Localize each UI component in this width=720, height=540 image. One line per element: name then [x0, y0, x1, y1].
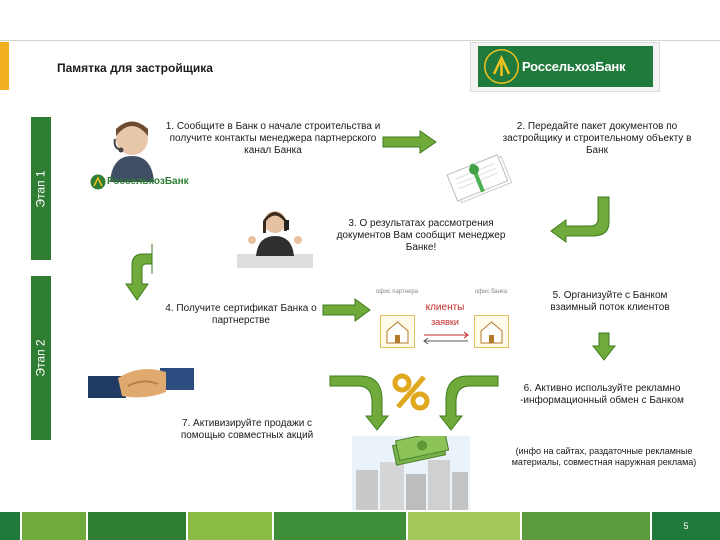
header-divider	[0, 40, 720, 41]
wheat-emblem-icon	[484, 49, 519, 84]
bank-office-label: офис банка	[474, 289, 508, 295]
requests-label: заявки	[431, 317, 459, 327]
exchange-arrows-icon	[423, 331, 469, 345]
partner-office-house-icon	[380, 315, 415, 348]
page-title: Памятка для застройщика	[57, 61, 213, 75]
arrow-step1-to-step2	[382, 130, 437, 154]
operator-icon	[97, 112, 167, 182]
bank-office-house-icon	[474, 315, 509, 348]
page-number: 5	[652, 512, 720, 540]
arrow-right-down	[438, 375, 499, 431]
small-logo-emblem-icon	[90, 174, 106, 190]
step-1-text: 1. Сообщите в Банк о начале строительств…	[165, 121, 381, 156]
stage-2-label: Этап 2	[31, 276, 51, 440]
step-4-text: 4. Получите сертификат Банка о партнерст…	[165, 303, 317, 326]
step-3-text: 3. О результатах рассмотрения документов…	[336, 218, 506, 253]
stage-1-label: Этап 1	[31, 117, 51, 260]
small-logo-text: РоссельхозБанк	[107, 176, 189, 187]
footer-bar	[0, 512, 720, 540]
arrow-step2-down	[550, 196, 610, 243]
partner-office-label: офис партнера	[375, 289, 419, 295]
arrow-step3-down	[125, 244, 153, 301]
handshake-icon	[88, 346, 194, 414]
step-2-text: 2. Передайте пакет документов по застрой…	[502, 121, 692, 156]
arrow-step5-down	[591, 332, 617, 361]
money-buildings-icon	[352, 429, 470, 510]
step-7-text: 7. Активизируйте продажи с помощью совме…	[180, 418, 314, 441]
accent-bar	[0, 42, 9, 90]
arrow-step4-to-exchange	[322, 298, 371, 322]
step-6-text: 6. Активно используйте рекламно -информа…	[520, 383, 684, 406]
phone-woman-icon	[232, 204, 318, 268]
percent-icon	[390, 371, 432, 413]
document-stack-icon	[444, 152, 516, 206]
bank-logo-text: РоссельхозБанк	[522, 59, 626, 74]
arrow-left-down	[329, 375, 390, 431]
step-5-text: 5. Организуйте с Банком взаимный поток к…	[550, 290, 670, 313]
step-6-note: (инфо на сайтах, раздаточные рекламные м…	[511, 446, 697, 467]
clients-label: клиенты	[425, 302, 465, 313]
